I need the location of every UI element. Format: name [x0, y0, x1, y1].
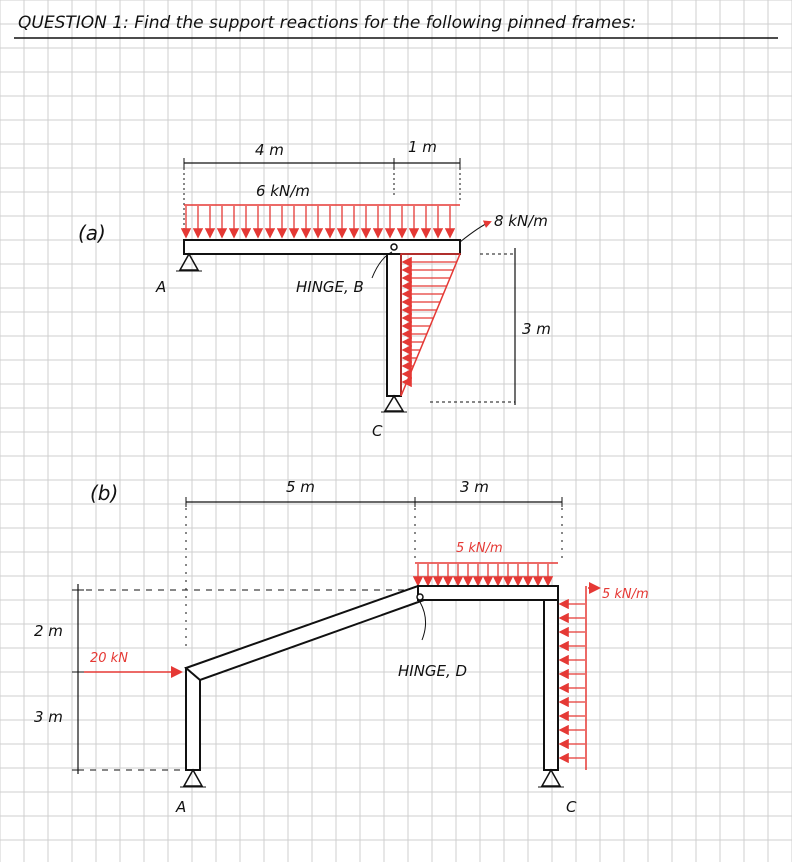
- triangular-load-outline: [400, 253, 462, 397]
- question-title: QUESTION 1: Find the support reactions f…: [18, 13, 636, 33]
- top-beam: [417, 585, 559, 601]
- tri-load-label: 8 kN/m: [494, 212, 548, 230]
- point-load-label: 20 kN: [90, 651, 128, 666]
- part-a-label: (a): [78, 221, 106, 245]
- pin-support-a: [182, 768, 204, 787]
- udl-top-arrows: [412, 564, 554, 587]
- dim-left-label: 5 m: [286, 478, 315, 496]
- hinge-d-pin: [416, 593, 424, 601]
- column-left: [185, 667, 201, 771]
- pin-support-a: [178, 252, 200, 271]
- load-leader: [459, 220, 492, 243]
- pin-support-c: [540, 768, 562, 787]
- frame-b: (b) 5 m 3 m 5 kN/m 2 m 3 m 20 kN: [34, 478, 649, 816]
- dim-right-label: 1 m: [408, 138, 437, 156]
- support-c-label: C: [566, 798, 577, 816]
- column-bc: [386, 253, 402, 397]
- beam-ab: [183, 239, 461, 255]
- dim-lower-label: 3 m: [34, 708, 63, 726]
- support-a-label: A: [155, 278, 166, 296]
- udl-side-label: 5 kN/m: [602, 587, 649, 602]
- dim-upper-label: 2 m: [34, 622, 63, 640]
- hinge-leader: [371, 251, 393, 279]
- triangular-load-arrows: [401, 256, 457, 388]
- column-right: [543, 599, 559, 771]
- hinge-label: HINGE, B: [296, 278, 364, 296]
- dim-left-label: 4 m: [255, 141, 284, 159]
- udl-arrows: [180, 206, 456, 239]
- udl-top-label: 5 kN/m: [456, 541, 503, 556]
- pin-support-c: [383, 394, 405, 412]
- part-b-label: (b): [90, 481, 118, 505]
- hinge-b-pin: [390, 243, 398, 251]
- support-a-label: A: [175, 798, 186, 816]
- dim-right-label: 3 m: [460, 478, 489, 496]
- hinge-leader: [419, 601, 426, 641]
- height-dim-label: 3 m: [522, 320, 551, 338]
- frame-a: (a) 4 m 1 m 6 kN/m 8 kN/m 3 m HINGE, B: [78, 138, 551, 440]
- support-c-label: C: [372, 422, 383, 440]
- udl-label: 6 kN/m: [256, 182, 310, 200]
- hinge-label: HINGE, D: [398, 662, 467, 680]
- udl-side-arrows: [558, 598, 585, 764]
